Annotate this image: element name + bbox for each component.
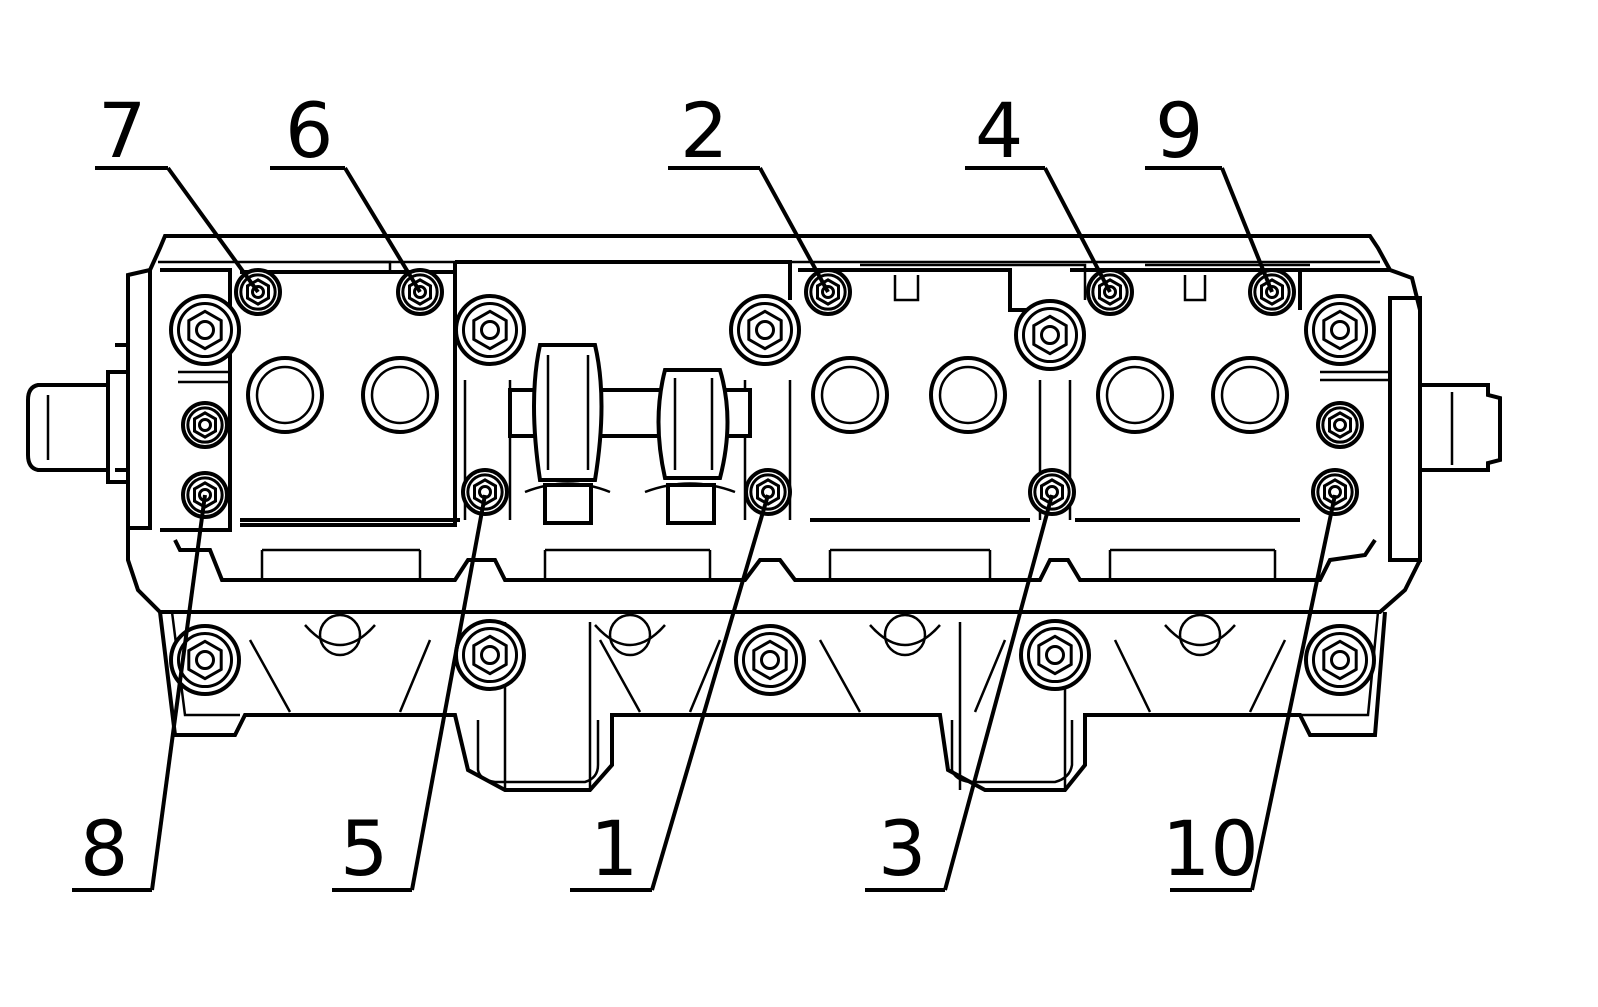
leader-line-8 <box>150 494 207 891</box>
cap-bolt-mid-1 <box>181 401 229 449</box>
head-bolt-upper-3 <box>729 294 801 366</box>
cap-bolt-low-2 <box>461 468 509 516</box>
callout-5: 5 <box>332 494 487 893</box>
leader-line-2 <box>758 167 830 293</box>
leader-line-3 <box>943 494 1054 891</box>
callout-label-9: 9 <box>1155 86 1203 175</box>
callout-6: 6 <box>270 86 422 294</box>
leader-line-7 <box>166 166 260 294</box>
callout-8: 8 <box>72 494 207 893</box>
callout-label-6: 6 <box>285 86 333 175</box>
head-bolt-lower-4 <box>1019 619 1091 691</box>
callout-3: 3 <box>865 494 1054 893</box>
cap-bolt-low-3 <box>744 468 792 516</box>
cap-bolt-low-1 <box>181 471 229 519</box>
head-bolt-lower-5 <box>1304 624 1376 696</box>
head-bolt-upper-1 <box>169 294 241 366</box>
callout-7: 7 <box>95 86 260 294</box>
cap-bolt-low-4 <box>1028 468 1076 516</box>
head-bolt-upper-2 <box>454 294 526 366</box>
head-bolt-lower-2 <box>454 619 526 691</box>
callout-label-2: 2 <box>680 86 728 175</box>
leader-line-1 <box>650 494 770 891</box>
callout-label-1: 1 <box>590 804 638 893</box>
leader-line-6 <box>343 166 422 294</box>
callout-label-4: 4 <box>975 86 1023 175</box>
callout-10: 10 <box>1162 494 1337 893</box>
head-bolt-lower-1 <box>169 624 241 696</box>
callout-label-5: 5 <box>340 804 388 893</box>
cap-bolt-low-5 <box>1311 468 1359 516</box>
callout-label-8: 8 <box>80 804 128 893</box>
callout-9: 9 <box>1145 86 1274 293</box>
callout-label-7: 7 <box>98 86 146 175</box>
callout-group: 7 6 2 4 9 8 5 <box>72 86 1337 893</box>
bolt-group <box>169 268 1376 696</box>
camshaft <box>508 343 752 525</box>
callout-2: 2 <box>668 86 830 293</box>
head-bolt-upper-5 <box>1304 294 1376 366</box>
cap-bolt-top-4 <box>1086 268 1134 316</box>
callout-label-3: 3 <box>878 804 926 893</box>
callout-4: 4 <box>965 86 1112 293</box>
callout-label-10: 10 <box>1162 804 1259 893</box>
cylinder-head-body <box>26 234 1502 792</box>
cap-bolt-mid-2 <box>1316 401 1364 449</box>
head-bolt-upper-4 <box>1014 299 1086 371</box>
leader-line-9 <box>1220 167 1274 293</box>
leader-line-4 <box>1043 167 1112 293</box>
callout-1: 1 <box>570 494 770 893</box>
head-bolt-lower-3 <box>734 624 806 696</box>
leader-line-5 <box>410 494 487 891</box>
leader-line-10 <box>1250 494 1337 891</box>
